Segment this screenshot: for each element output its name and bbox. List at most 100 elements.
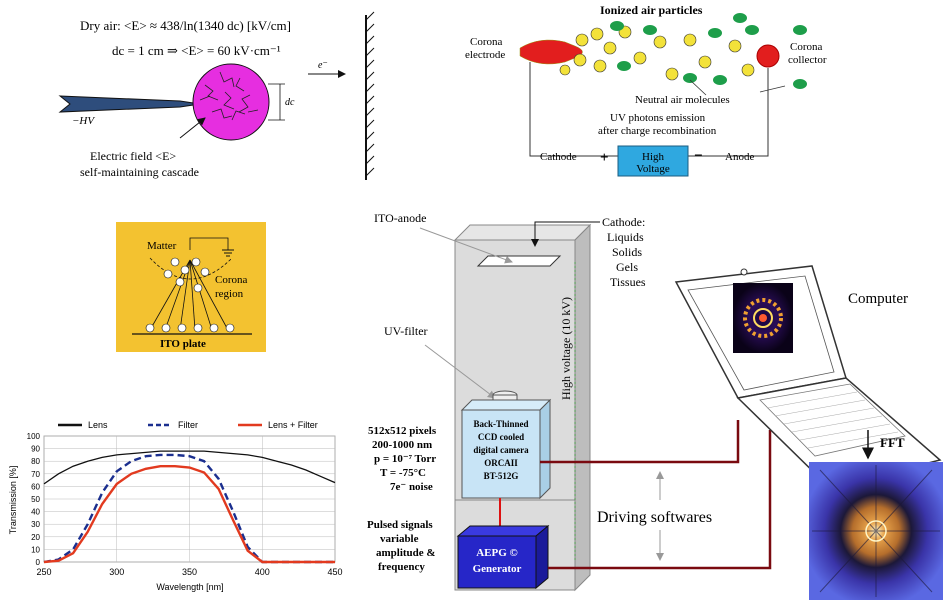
cascade-sphere — [192, 63, 270, 141]
legend-label-1: Filter — [178, 420, 198, 430]
x-tick-label-1: 300 — [109, 567, 124, 577]
x-tick-label-2: 350 — [182, 567, 197, 577]
x-tick-label-0: 250 — [36, 567, 51, 577]
neutral-molecules — [610, 13, 807, 89]
ccd-camera — [461, 409, 541, 499]
camera-cable — [540, 420, 740, 464]
legend-label-0: Lens — [88, 420, 108, 430]
chart-legend: Lens Filter Lens + Filter — [58, 420, 318, 430]
pulse-line-3: amplitude & — [376, 547, 436, 559]
uv-label-1: UV photons emission — [610, 112, 706, 124]
minus-sign: − — [694, 148, 703, 164]
ion-particles — [559, 25, 755, 81]
uv-label-2: after charge recombination — [598, 125, 717, 137]
y-tick-label-0: 0 — [36, 558, 41, 567]
series-line-0 — [43, 450, 336, 485]
y-tick-label-8: 80 — [31, 457, 40, 466]
electron-label: e⁻ — [318, 60, 328, 71]
cascade-panel: Dry air: <E> ≈ 438/ln(1340 dc) [kV/cm] d… — [58, 11, 375, 180]
cascade-formula-2: dc = 1 cm ⇒ <E> = 60 kV·cm⁻¹ — [112, 43, 281, 58]
camera-line-4: ORCAII — [484, 458, 518, 468]
x-ticks: 250 300 350 400 450 — [36, 567, 342, 577]
camera-line-3: digital camera — [473, 445, 529, 455]
high-voltage-box — [617, 145, 689, 177]
y-axis-label: Transmission [%] — [8, 466, 18, 535]
ito-plate-panel: Matter Corona region ITO p — [116, 222, 266, 352]
sphere-cracks — [199, 71, 259, 121]
plus-sign: + — [600, 150, 609, 166]
corona-electrode-shape — [519, 39, 583, 65]
ito-anode-plate — [476, 255, 562, 267]
ionized-title: Ionized air particles — [600, 3, 703, 17]
corona-collector-shape — [756, 44, 780, 68]
chamber-side — [574, 223, 591, 592]
camera-line-5: BT-512G — [484, 471, 519, 481]
electrode-label-2: electrode — [465, 49, 505, 61]
cathode-item-1: Liquids — [607, 230, 644, 244]
y-tick-label-5: 50 — [31, 495, 40, 504]
ito-plate-label: ITO plate — [160, 338, 206, 350]
y-ticks: 0 10 20 30 40 50 60 70 80 90 100 — [27, 432, 41, 567]
electrode-label-1: Corona — [470, 36, 503, 48]
generator-line-1: AEPG © — [476, 547, 518, 559]
laptop: Computer FFT — [674, 265, 943, 600]
spec-3: p = 10⁻⁷ Torr — [374, 453, 436, 465]
corona-region-1: Corona — [215, 274, 248, 286]
transmission-chart: 250 300 350 400 450 0 10 20 30 40 50 60 70 80 90 100 L… — [8, 420, 343, 592]
generator-line-2: Generator — [473, 563, 522, 575]
cathode-title: Cathode: — [602, 215, 645, 229]
aepg-generator — [457, 535, 537, 589]
cathode-item-2: Solids — [612, 245, 642, 259]
cathode-item-4: Tissues — [610, 275, 646, 289]
legend-label-2: Lens + Filter — [268, 420, 318, 430]
neutral-label: Neutral air molecules — [635, 94, 730, 106]
camera-line-2: CCD cooled — [478, 432, 524, 442]
y-tick-label-6: 60 — [31, 482, 40, 491]
spec-4: T = -75°C — [380, 467, 426, 479]
camera-line-1: Back-Thinned — [473, 419, 528, 429]
generator-cable — [548, 430, 772, 570]
x-tick-label-3: 400 — [255, 567, 270, 577]
cascade-caption-1: Electric field <E> — [90, 149, 176, 163]
needle-electrode — [58, 95, 201, 113]
spec-5: 7e⁻ noise — [390, 481, 433, 493]
y-tick-label-10: 100 — [27, 432, 41, 441]
matter-label: Matter — [147, 240, 177, 252]
pulse-line-4: frequency — [378, 561, 425, 573]
hv-box-2: Voltage — [636, 163, 670, 175]
spec-1: 512x512 pixels — [368, 425, 437, 437]
uv-filter-label: UV-filter — [384, 324, 428, 338]
collector-label-1: Corona — [790, 41, 823, 53]
cascade-formula-1: Dry air: <E> ≈ 438/ln(1340 dc) [kV/cm] — [80, 18, 291, 33]
fft-label: FFT — [880, 435, 905, 450]
y-tick-label-3: 30 — [31, 520, 40, 529]
x-axis-label: Wavelength [nm] — [156, 582, 223, 592]
collector-label-2: collector — [788, 54, 827, 66]
cathode-item-3: Gels — [616, 260, 638, 274]
corona-region-2: region — [215, 288, 244, 300]
corona-ring-glow — [743, 298, 783, 338]
driving-softwares-label: Driving softwares — [597, 509, 712, 526]
pulse-line-2: variable — [380, 533, 419, 545]
x-tick-label-4: 450 — [327, 567, 342, 577]
ito-anode-label: ITO-anode — [374, 211, 426, 225]
cascade-caption-2: self-maintaining cascade — [80, 165, 199, 179]
high-voltage-label: High voltage (10 kV) — [559, 297, 573, 400]
y-tick-label-1: 10 — [31, 545, 40, 554]
chart-series-group — [43, 450, 336, 564]
hv-box-1: High — [642, 151, 665, 163]
hv-label: −HV — [72, 115, 95, 127]
pulse-line-1: Pulsed signals — [367, 519, 433, 531]
series-line-2 — [43, 465, 335, 564]
y-tick-label-9: 90 — [31, 445, 40, 454]
cathode-label: Cathode — [540, 151, 577, 163]
y-tick-label-2: 20 — [31, 533, 40, 542]
chart-grid — [43, 435, 336, 563]
y-tick-label-7: 70 — [31, 470, 40, 479]
apparatus: ITO-anode Cathode: Liquids Solids Gels T… — [367, 211, 772, 592]
dc-label: dc — [285, 97, 295, 108]
fft-rays — [812, 465, 940, 597]
anode-label: Anode — [725, 151, 754, 163]
y-tick-label-4: 40 — [31, 508, 40, 517]
